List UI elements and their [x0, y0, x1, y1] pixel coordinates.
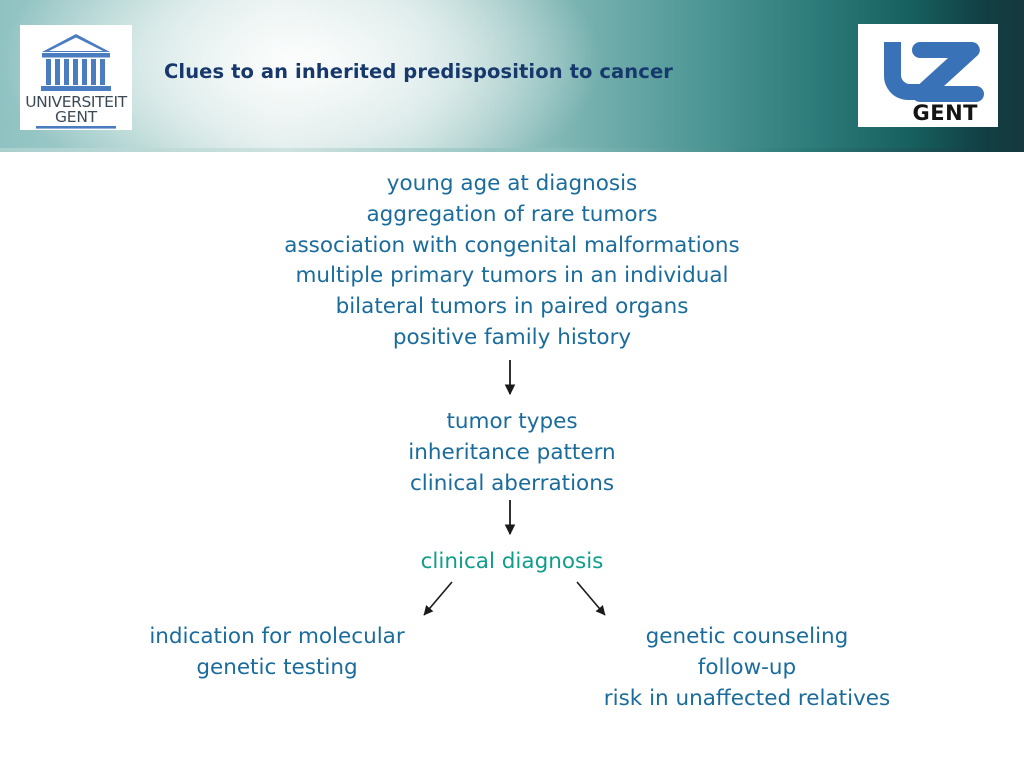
slide-body: young age at diagnosis aggregation of ra…	[0, 152, 1024, 768]
outcome-line: genetic counseling	[645, 624, 849, 649]
header-banner: UNIVERSITEIT GENT Clues to an inherited …	[0, 0, 1024, 152]
svg-text:UNIVERSITEIT: UNIVERSITEIT	[25, 93, 128, 111]
clue-line: association with congenital malformation…	[284, 232, 740, 258]
universiteit-gent-logo: UNIVERSITEIT GENT	[20, 25, 132, 130]
svg-text:GENT: GENT	[55, 108, 98, 126]
node-clinical-diagnosis: clinical diagnosis	[0, 547, 1024, 578]
svg-text:GENT: GENT	[913, 101, 979, 125]
clue-line: aggregation of rare tumors	[366, 201, 658, 227]
outcome-line: follow-up	[697, 654, 797, 680]
assessment-line: tumor types	[446, 409, 578, 434]
clue-line: multiple primary tumors in an individual	[295, 263, 729, 289]
uz-gent-logo: GENT	[858, 24, 998, 127]
outcome-line: risk in unaffected relatives	[603, 685, 891, 711]
node-genetic-counseling: genetic counseling follow-up risk in una…	[497, 622, 997, 714]
outcome-line: indication for molecular	[149, 624, 405, 649]
assessment-line: inheritance pattern	[408, 439, 616, 465]
clinical-diagnosis-label: clinical diagnosis	[420, 549, 604, 574]
banner-bottom-edge	[0, 148, 1024, 152]
node-molecular-testing: indication for molecular genetic testing	[27, 622, 527, 684]
page-title: Clues to an inherited predisposition to …	[164, 60, 673, 83]
clue-line: bilateral tumors in paired organs	[335, 294, 689, 320]
assessment-line: clinical aberrations	[409, 470, 615, 496]
clue-line: positive family history	[392, 324, 632, 350]
node-clues: young age at diagnosis aggregation of ra…	[0, 169, 1024, 354]
clue-line: young age at diagnosis	[386, 171, 638, 196]
outcome-line: genetic testing	[196, 654, 358, 680]
node-assessment: tumor types inheritance pattern clinical…	[0, 407, 1024, 499]
